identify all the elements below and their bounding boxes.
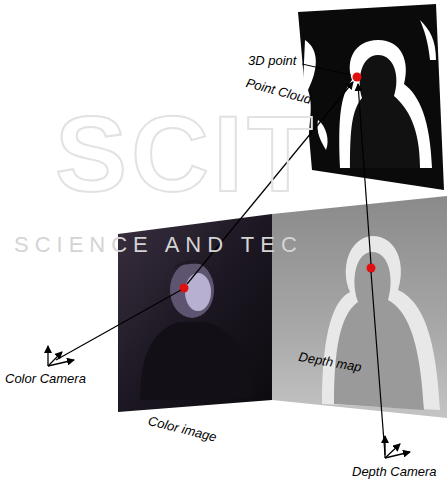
image-label: Color image xyxy=(146,414,218,445)
leader-line xyxy=(302,64,351,75)
watermark: SCIT xyxy=(55,92,317,216)
watermark: SCIENCE AND TEC xyxy=(14,232,303,257)
point-label: 3D point xyxy=(248,54,296,69)
camera-label: Depth Camera xyxy=(352,465,437,480)
camera-label: Color Camera xyxy=(5,372,86,387)
projection-ray xyxy=(56,82,385,455)
depth-map-image xyxy=(272,196,447,418)
camera-axes xyxy=(385,436,410,458)
camera-axes xyxy=(48,346,74,366)
point-cloud-image xyxy=(298,4,444,190)
